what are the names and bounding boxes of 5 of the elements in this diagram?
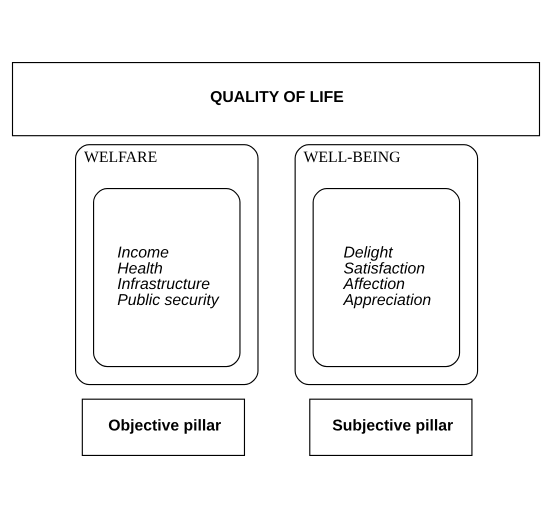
node-box: Income Health Infrastructure Public security	[93, 188, 241, 368]
node-box: Delight Satisfaction Affection Appreciation	[312, 188, 460, 368]
node-box: Objective pillar	[82, 398, 246, 456]
node-box: QUALITY OF LIFE	[12, 62, 540, 136]
node-box: Subjective pillar	[309, 398, 472, 456]
